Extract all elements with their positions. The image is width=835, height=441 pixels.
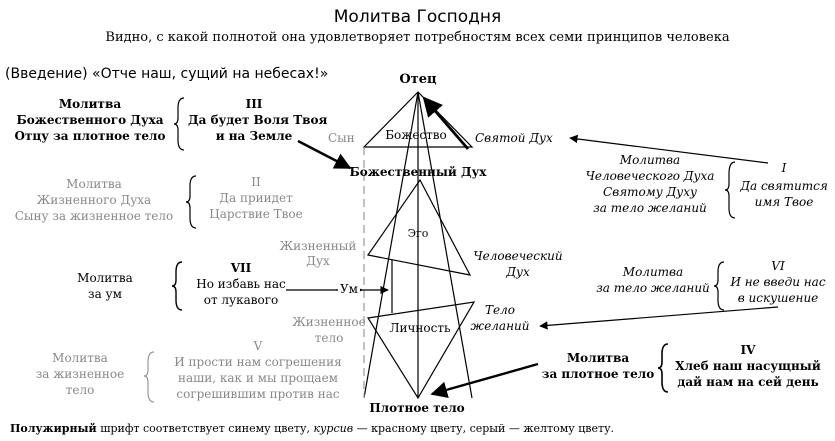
prayer-i-petition: Да святится <box>740 179 828 193</box>
prayer-iii-petition: Да будет Воля Твоя <box>188 113 328 127</box>
axis-right <box>417 91 473 399</box>
prayer-vii-line: Молитва <box>77 271 133 285</box>
bracket-p1 <box>724 161 736 219</box>
page-title: Молитва Господня <box>333 7 502 27</box>
prayer-ii-numeral: II <box>251 175 261 189</box>
prayer-i-line: Святому Духу <box>603 185 697 199</box>
prayer-iv-numeral: IV <box>740 343 756 357</box>
prayer-vi-petition: в искушение <box>737 291 819 305</box>
prayer-iii-petition: и на Земле <box>215 129 293 143</box>
prayer-iii-line: Божественного Духа <box>16 113 164 127</box>
prayer-iv-petition: дай нам на сей день <box>677 375 819 389</box>
arrow-to-father <box>422 96 470 150</box>
node-son: Сын <box>328 131 355 145</box>
arrow-desire-body <box>539 306 779 330</box>
legend-caption: Полужирный шрифт соответствует синему цв… <box>10 421 614 437</box>
prayer-iii-line: Молитва <box>58 97 122 111</box>
prayer-i-line: за тело желаний <box>593 201 707 215</box>
prayer-ii-petition: Царствие Твое <box>209 207 303 221</box>
node-divine-spirit: Божественный Дух <box>349 165 487 179</box>
bracket-p4 <box>657 343 669 393</box>
node-life-spirit-1: Жизненный <box>279 239 357 253</box>
prayer-vi-line: за тело желаний <box>596 281 710 295</box>
prayer-iv-line: за плотное тело <box>541 367 655 381</box>
prayer-vi-petition: И не введи нас <box>730 275 826 289</box>
arrow-divine-spirit <box>297 139 352 170</box>
node-ego: Эго <box>407 227 429 240</box>
prayer-ii-petition: Да приидет <box>219 191 293 205</box>
prayer-vii-numeral: VII <box>230 261 252 275</box>
prayer-v-line: за жизненное <box>35 367 125 381</box>
prayer-v-numeral: V <box>253 339 263 353</box>
node-divinity: Божество <box>385 128 447 142</box>
prayer-v-petition: согрешившим против нас <box>176 387 340 401</box>
node-holy-spirit: Святой Дух <box>475 131 553 145</box>
node-mind: Ум <box>338 281 361 297</box>
legend-part1: шрифт соответствует синему цвету, <box>96 422 314 435</box>
arrow-holy-spirit <box>569 134 769 164</box>
prayer-iv-line: Молитва <box>566 351 630 365</box>
bracket-p6 <box>713 261 725 311</box>
prayer-vi-line: Молитва <box>622 265 684 279</box>
prayer-ii-line: Молитва <box>66 177 122 191</box>
bracket-p2 <box>185 175 197 229</box>
prayer-v-petition: наши, как и мы прощаем <box>177 371 339 385</box>
legend-bold-word: Полужирный <box>10 422 97 435</box>
node-desire-body-1: Тело <box>485 303 515 317</box>
prayer-vii-line: за ум <box>88 287 122 301</box>
bracket-p5 <box>143 351 155 403</box>
prayer-iii-numeral: III <box>245 97 263 111</box>
prayer-ii-line: Сыну за жизненное тело <box>14 209 174 223</box>
prayer-vii-petition: от лукавого <box>203 293 279 307</box>
prayer-i-line: Человеческого Духа <box>585 169 715 183</box>
prayer-i-numeral: I <box>781 161 787 175</box>
lower-triangle <box>367 301 476 400</box>
bracket-p3 <box>173 97 185 151</box>
page-subtitle: Видно, с какой полнотой она удовлетворяе… <box>105 30 730 45</box>
node-vital-body-2: тело <box>314 331 344 345</box>
prayer-i-line: Молитва <box>619 153 681 167</box>
prayer-i-petition: имя Твое <box>754 195 814 209</box>
prayer-v-petition: И прости нам согрешения <box>174 355 342 369</box>
prayer-iv-petition: Хлеб наш насущный <box>675 359 821 373</box>
legend-gray-word: серый <box>469 422 506 435</box>
node-human-spirit-1: Человеческий <box>473 249 563 263</box>
legend-part3: — желтому цвету. <box>505 422 615 435</box>
node-life-spirit-2: Дух <box>306 254 330 268</box>
legend-part2: — красному цвету, <box>353 422 470 435</box>
intro-text: (Введение) «Отче наш, сущий на небесах!» <box>5 66 329 82</box>
axis-left <box>363 91 419 399</box>
node-human-spirit-2: Дух <box>506 265 530 279</box>
prayer-iii-line: Отцу за плотное тело <box>14 129 166 143</box>
prayer-v-line: тело <box>65 383 95 397</box>
middle-triangle <box>366 178 472 276</box>
node-personality: Личность <box>389 321 451 335</box>
arrow-dense-body <box>430 362 539 398</box>
bracket-p7 <box>171 261 183 311</box>
node-father: Отец <box>399 72 437 87</box>
legend-italic-word: курсив <box>313 422 354 435</box>
node-vital-body-1: Жизненное <box>292 315 366 329</box>
node-desire-body-2: желаний <box>470 319 530 333</box>
prayer-vii-petition: Но избавь нас <box>196 277 286 291</box>
prayer-vi-numeral: VI <box>771 259 785 273</box>
node-dense-body: Плотное тело <box>369 401 465 415</box>
prayer-v-line: Молитва <box>52 351 108 365</box>
prayer-ii-line: Жизненного Духа <box>36 193 152 207</box>
